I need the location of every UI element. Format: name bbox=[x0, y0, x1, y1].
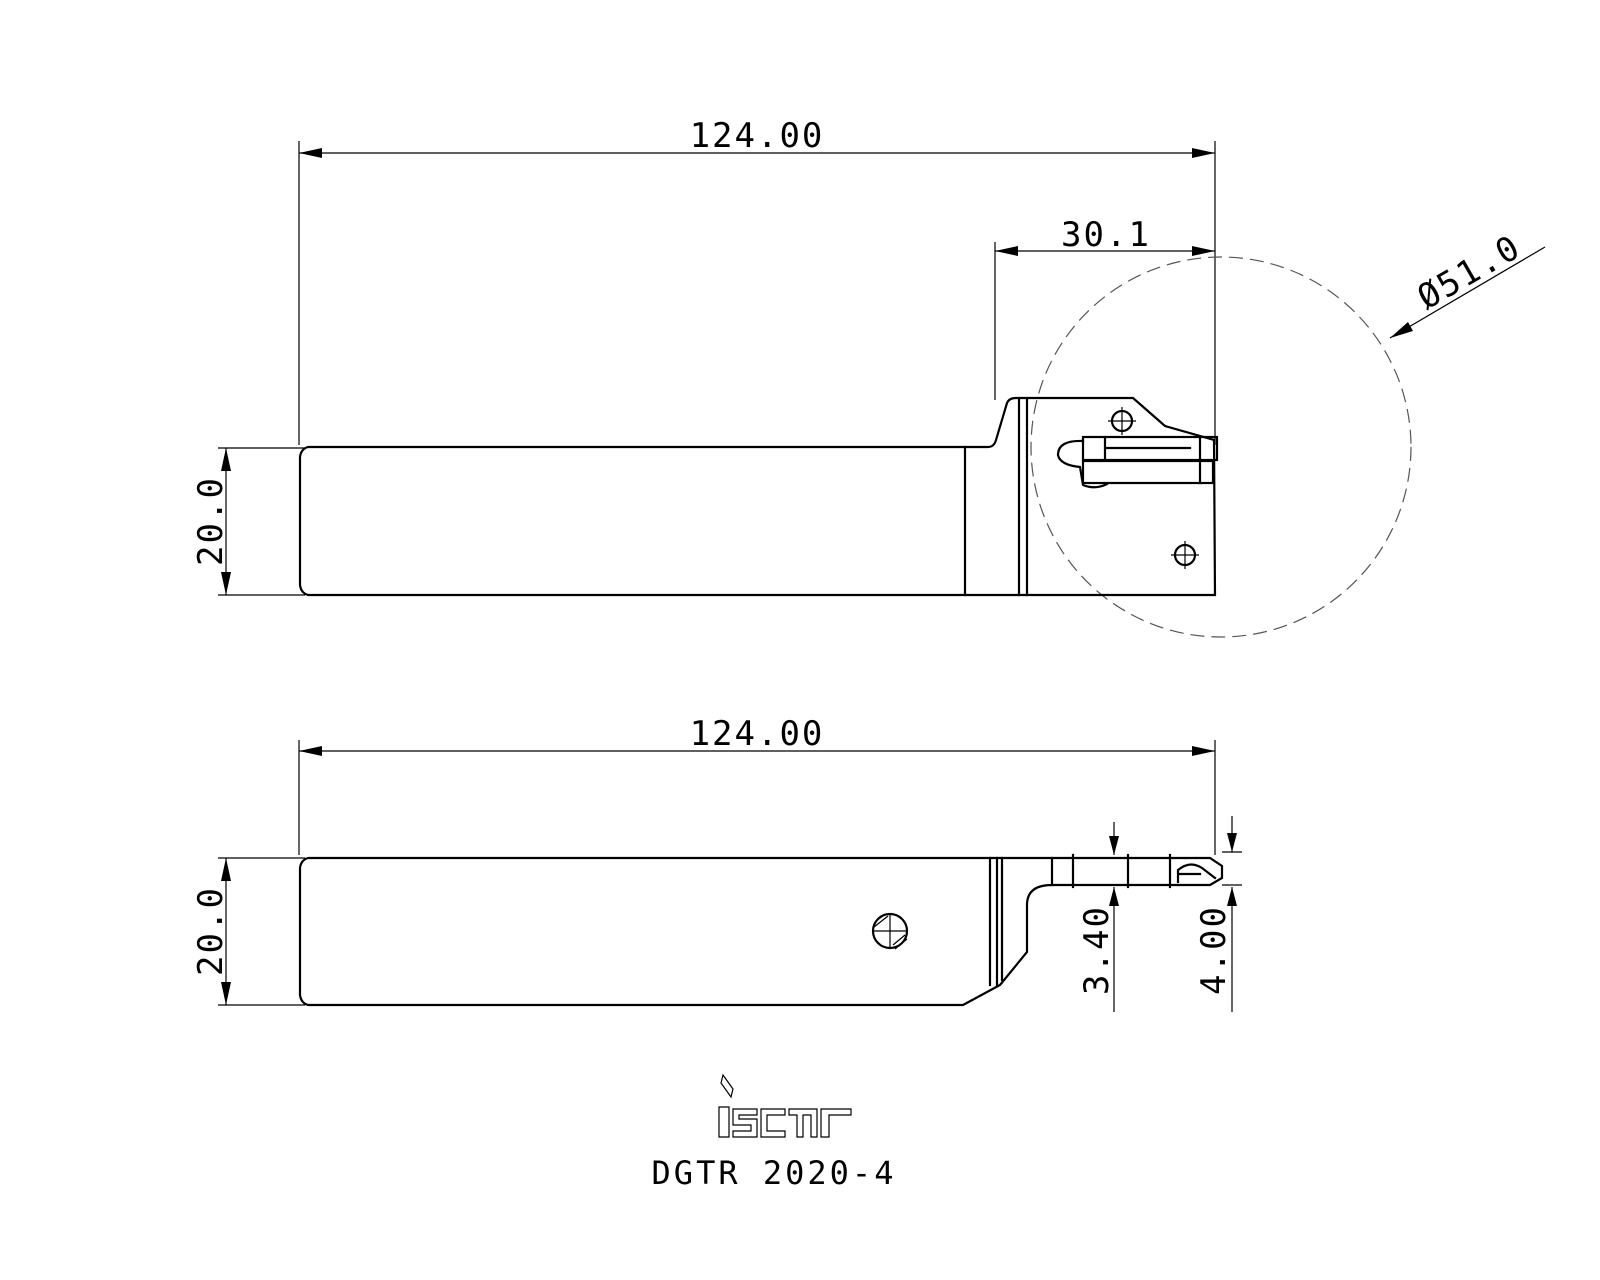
top-max-diameter-dimension: Ø51.0 bbox=[1030, 227, 1546, 638]
side-overall-length-label: 124.00 bbox=[690, 714, 825, 754]
top-shank-height-label: 20.0 bbox=[191, 476, 231, 566]
iscar-logo bbox=[718, 1073, 852, 1138]
side-cut-depth-a-label: 3.40 bbox=[1077, 905, 1117, 995]
top-tool-body bbox=[298, 396, 1219, 597]
top-head-length-label: 30.1 bbox=[1061, 215, 1151, 255]
model-number: DGTR 2020-4 bbox=[652, 1154, 897, 1192]
top-view: 124.00 30.1 Ø51.0 20.0 bbox=[191, 116, 1546, 638]
side-overall-length-dimension: 124.00 bbox=[299, 714, 1215, 756]
top-max-diameter-label: Ø51.0 bbox=[1411, 227, 1528, 318]
side-shank-height-label: 20.0 bbox=[191, 886, 231, 976]
side-view: 124.00 20.0 3.40 4.00 bbox=[191, 714, 1242, 1012]
side-tool-body bbox=[298, 853, 1224, 1007]
side-cut-depth-a-dimension: 3.40 bbox=[1077, 822, 1119, 1012]
side-cut-depth-b-label: 4.00 bbox=[1194, 905, 1234, 995]
top-shank-height-dimension: 20.0 bbox=[191, 447, 305, 596]
side-shank-height-dimension: 20.0 bbox=[191, 857, 305, 1006]
side-cut-depth-b-dimension: 4.00 bbox=[1194, 816, 1242, 1012]
top-head-length-dimension: 30.1 bbox=[995, 215, 1215, 256]
top-overall-length-label: 124.00 bbox=[690, 116, 825, 156]
top-overall-length-dimension: 124.00 bbox=[299, 116, 1215, 158]
